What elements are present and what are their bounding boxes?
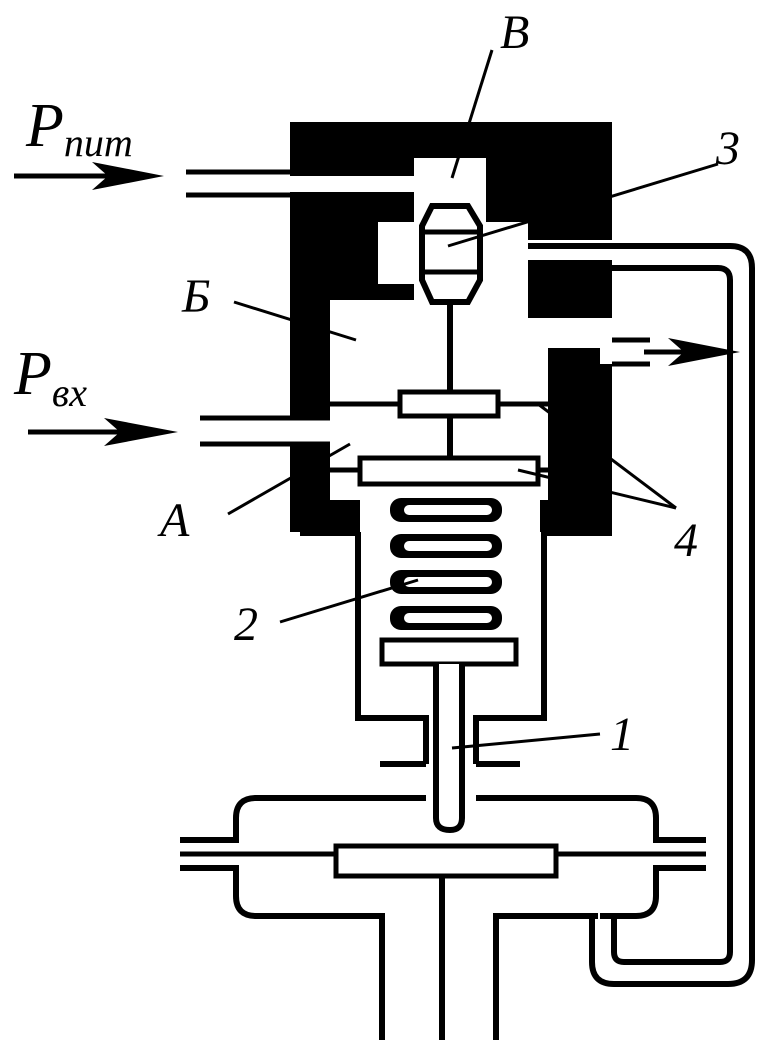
- label-p-input: Pвх: [13, 340, 87, 415]
- outlet-pipe: [600, 337, 650, 367]
- label-chamber-v: В: [500, 6, 529, 59]
- spring-plate: [379, 637, 519, 667]
- supply-inlet-pipe: [186, 169, 414, 198]
- arrow-supply: [14, 162, 164, 190]
- actuator-membrane-center: [333, 843, 559, 879]
- feedback-tube: [528, 243, 755, 987]
- leader-lines: [227, 49, 719, 750]
- label-chamber-b: Б: [181, 270, 210, 323]
- input-pipe: [200, 415, 330, 447]
- label-part-1: 1: [610, 708, 634, 761]
- labels: Pпит Pвх В Б А 3 4 2 1: [13, 6, 740, 761]
- membrane-lower: [330, 455, 572, 487]
- arrow-input: [28, 418, 178, 446]
- spring-housing: [300, 530, 612, 742]
- valve-3: [419, 203, 483, 305]
- label-part-2: 2: [234, 598, 258, 651]
- arrow-output: [644, 338, 740, 366]
- actuator-body: [180, 795, 706, 1040]
- spring-2: [390, 498, 502, 630]
- membrane-upper: [330, 389, 548, 419]
- rod-guide: [380, 736, 520, 767]
- rod-1: [433, 664, 465, 834]
- label-chamber-a: А: [157, 494, 190, 547]
- label-part-3: 3: [715, 122, 740, 175]
- label-p-supply: Pпит: [25, 92, 133, 165]
- label-part-4: 4: [674, 514, 698, 567]
